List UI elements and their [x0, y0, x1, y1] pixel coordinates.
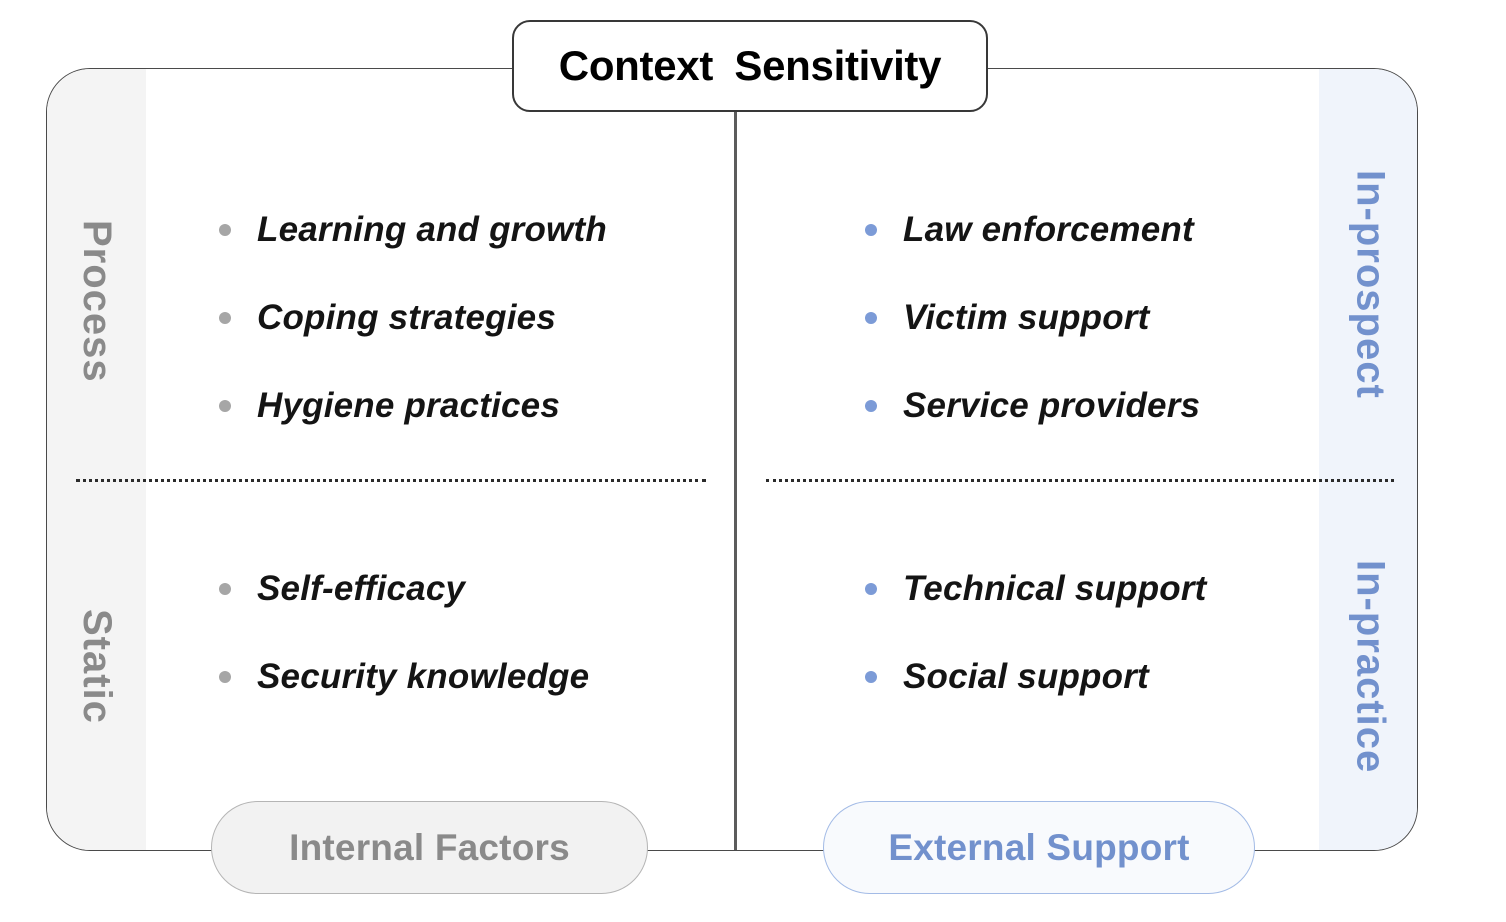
row-label-static: Static: [75, 608, 119, 724]
dotted-divider-left: [76, 479, 706, 482]
right-label-in-practice: In-practice: [1348, 559, 1393, 774]
item-label: Technical support: [903, 569, 1207, 608]
dotted-divider-right: [766, 479, 1394, 482]
bullet-icon: [219, 312, 231, 324]
list-item: Service providers: [865, 383, 1200, 429]
item-label: Learning and growth: [257, 210, 607, 249]
title-box: Context Sensitivity: [512, 20, 988, 112]
item-label: Coping strategies: [257, 298, 557, 337]
footer-label-internal-factors: Internal Factors: [289, 826, 570, 868]
center-vertical-divider: [734, 69, 737, 850]
footer-pill-external-support: External Support: [823, 801, 1255, 894]
item-label: Service providers: [903, 386, 1201, 425]
item-label: Social support: [903, 657, 1149, 696]
list-item: Coping strategies: [219, 295, 607, 341]
bullet-icon: [865, 671, 877, 683]
list-item: Victim support: [865, 295, 1200, 341]
item-label: Hygiene practices: [257, 386, 560, 425]
bullet-icon: [865, 583, 877, 595]
bullet-icon: [865, 312, 877, 324]
item-label: Law enforcement: [903, 210, 1194, 249]
bullet-icon: [219, 583, 231, 595]
footer-label-external-support: External Support: [888, 826, 1190, 868]
list-item: Social support: [865, 654, 1207, 700]
diagram-title: Context Sensitivity: [558, 42, 942, 89]
bullet-icon: [219, 671, 231, 683]
bullet-icon: [865, 224, 877, 236]
footer-pill-internal-factors: Internal Factors: [211, 801, 648, 894]
item-label: Self-efficacy: [257, 569, 466, 608]
list-item: Security knowledge: [219, 654, 589, 700]
bullet-icon: [219, 224, 231, 236]
left-axis-band: [47, 69, 146, 850]
right-axis-band: [1319, 69, 1417, 850]
right-label-in-prospect: In-prospect: [1348, 170, 1393, 399]
bullet-icon: [219, 400, 231, 412]
list-item: Learning and growth: [219, 207, 607, 253]
bullet-icon: [865, 400, 877, 412]
list-item: Hygiene practices: [219, 383, 607, 429]
row-label-process: Process: [75, 219, 119, 383]
diagram-panel: Process Static In-prospect In-practice L…: [46, 68, 1418, 851]
list-item: Law enforcement: [865, 207, 1200, 253]
item-label: Security knowledge: [257, 657, 590, 696]
list-item: Technical support: [865, 566, 1207, 612]
item-label: Victim support: [903, 298, 1150, 337]
list-item: Self-efficacy: [219, 566, 589, 612]
